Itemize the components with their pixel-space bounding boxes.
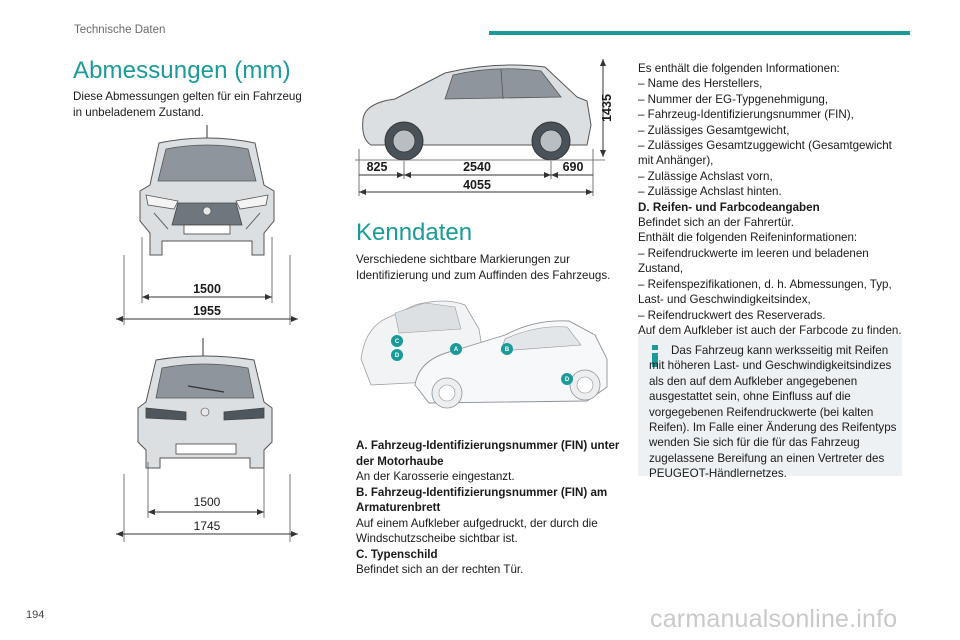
marker-d-label: D [395, 353, 400, 359]
info-note-box: Das Fahrzeug kann werksseitig mit Reifen… [638, 335, 902, 480]
item-d-title: D. Reifen- und Farbcodeangaben [638, 200, 820, 214]
side-wheelbase-value: 2540 [463, 160, 491, 174]
marker-d-badge [391, 349, 403, 361]
d-line: Enthält die folgenden Reifeninformatione… [638, 231, 858, 245]
side-height-value: 1435 [600, 94, 614, 122]
d-line: Befindet sich an der Fahrertür. [638, 216, 794, 230]
front-width-value: 1955 [193, 304, 221, 318]
side-rear-overhang-value: 690 [563, 160, 584, 174]
marker-d-badge [561, 373, 573, 385]
marker-c-badge [391, 335, 403, 347]
d-line: Auf dem Aufkleber ist auch der Farbcode … [638, 323, 902, 337]
info-line: – Zulässige Achslast hinten. [638, 185, 782, 199]
identification-intro: Verschiedene sichtbare Markierungen zur … [356, 253, 611, 282]
item-b-text: Auf einem Aufkleber aufgedruckt, der dur… [356, 516, 598, 546]
identification-list: A. Fahrzeug-Identifizierungsnummer (FIN)… [356, 438, 621, 578]
item-a-title: A. Fahrzeug-Identifizierungsnummer (FIN)… [356, 439, 620, 468]
right-column: Es enthält die folgenden Informationen: … [638, 61, 910, 338]
info-line: – Fahrzeug-Identifizierungsnummer (FIN), [638, 108, 854, 122]
side-length-value: 4055 [463, 178, 491, 192]
d-line: – Reifendruckwert des Reserverads. [638, 308, 826, 322]
page-number: 194 [26, 609, 45, 621]
d-line: – Reifenspezifikationen, d. h. Abmessung… [638, 277, 892, 307]
marker-c-label: C [395, 339, 400, 345]
info-line: – Zulässiges Gesamtzuggewicht (Gesamtgew… [638, 139, 892, 168]
info-icon [652, 345, 658, 367]
marker-b-badge [501, 343, 513, 355]
dimensions-title: Abmessungen (mm) [73, 57, 291, 84]
marker-a-badge [450, 343, 462, 355]
info-line: – Name des Herstellers, [638, 77, 763, 91]
rear-width-value: 1745 [194, 519, 221, 533]
info-line: Es enthält die folgenden Informationen: [638, 62, 840, 75]
item-b-title: B. Fahrzeug-Identifizierungsnummer (FIN)… [356, 485, 608, 515]
identification-title: Kenndaten [356, 219, 473, 246]
rear-track-value: 1500 [194, 495, 221, 509]
marker-b-label: B [505, 347, 510, 353]
info-note-text: Das Fahrzeug kann werksseitig mit Reifen… [649, 344, 897, 481]
marker-a-label: A [454, 347, 459, 353]
header-accent-bar [489, 31, 910, 35]
item-a-text: An der Karosserie eingestanzt. [356, 470, 515, 483]
front-view-figure: 1500 1955 [116, 125, 298, 325]
rear-view-figure: 1500 1745 [116, 338, 298, 542]
marker-d-label: D [565, 377, 570, 383]
header-section-label: Technische Daten [74, 24, 166, 36]
info-line: – Zulässiges Gesamtgewicht, [638, 123, 790, 137]
item-c-title: C. Typenschild [356, 547, 438, 561]
info-line: – Zulässige Achslast vorn, [638, 169, 773, 183]
side-view-figure: 1435 825 2540 690 4055 [355, 59, 614, 196]
info-line: – Nummer der EG-Typgenehmigung, [638, 92, 829, 106]
front-track-value: 1500 [193, 282, 221, 296]
side-front-overhang-value: 825 [367, 160, 388, 174]
dimensions-intro: Diese Abmessungen gelten für ein Fahrzeu… [73, 90, 302, 119]
d-line: – Reifendruckwerte im leeren und beladen… [638, 246, 869, 276]
item-c-text: Befindet sich an der rechten Tür. [356, 563, 524, 576]
watermark: carmanualsonline.info [650, 605, 898, 633]
identification-figure: A B C D D [360, 300, 608, 409]
